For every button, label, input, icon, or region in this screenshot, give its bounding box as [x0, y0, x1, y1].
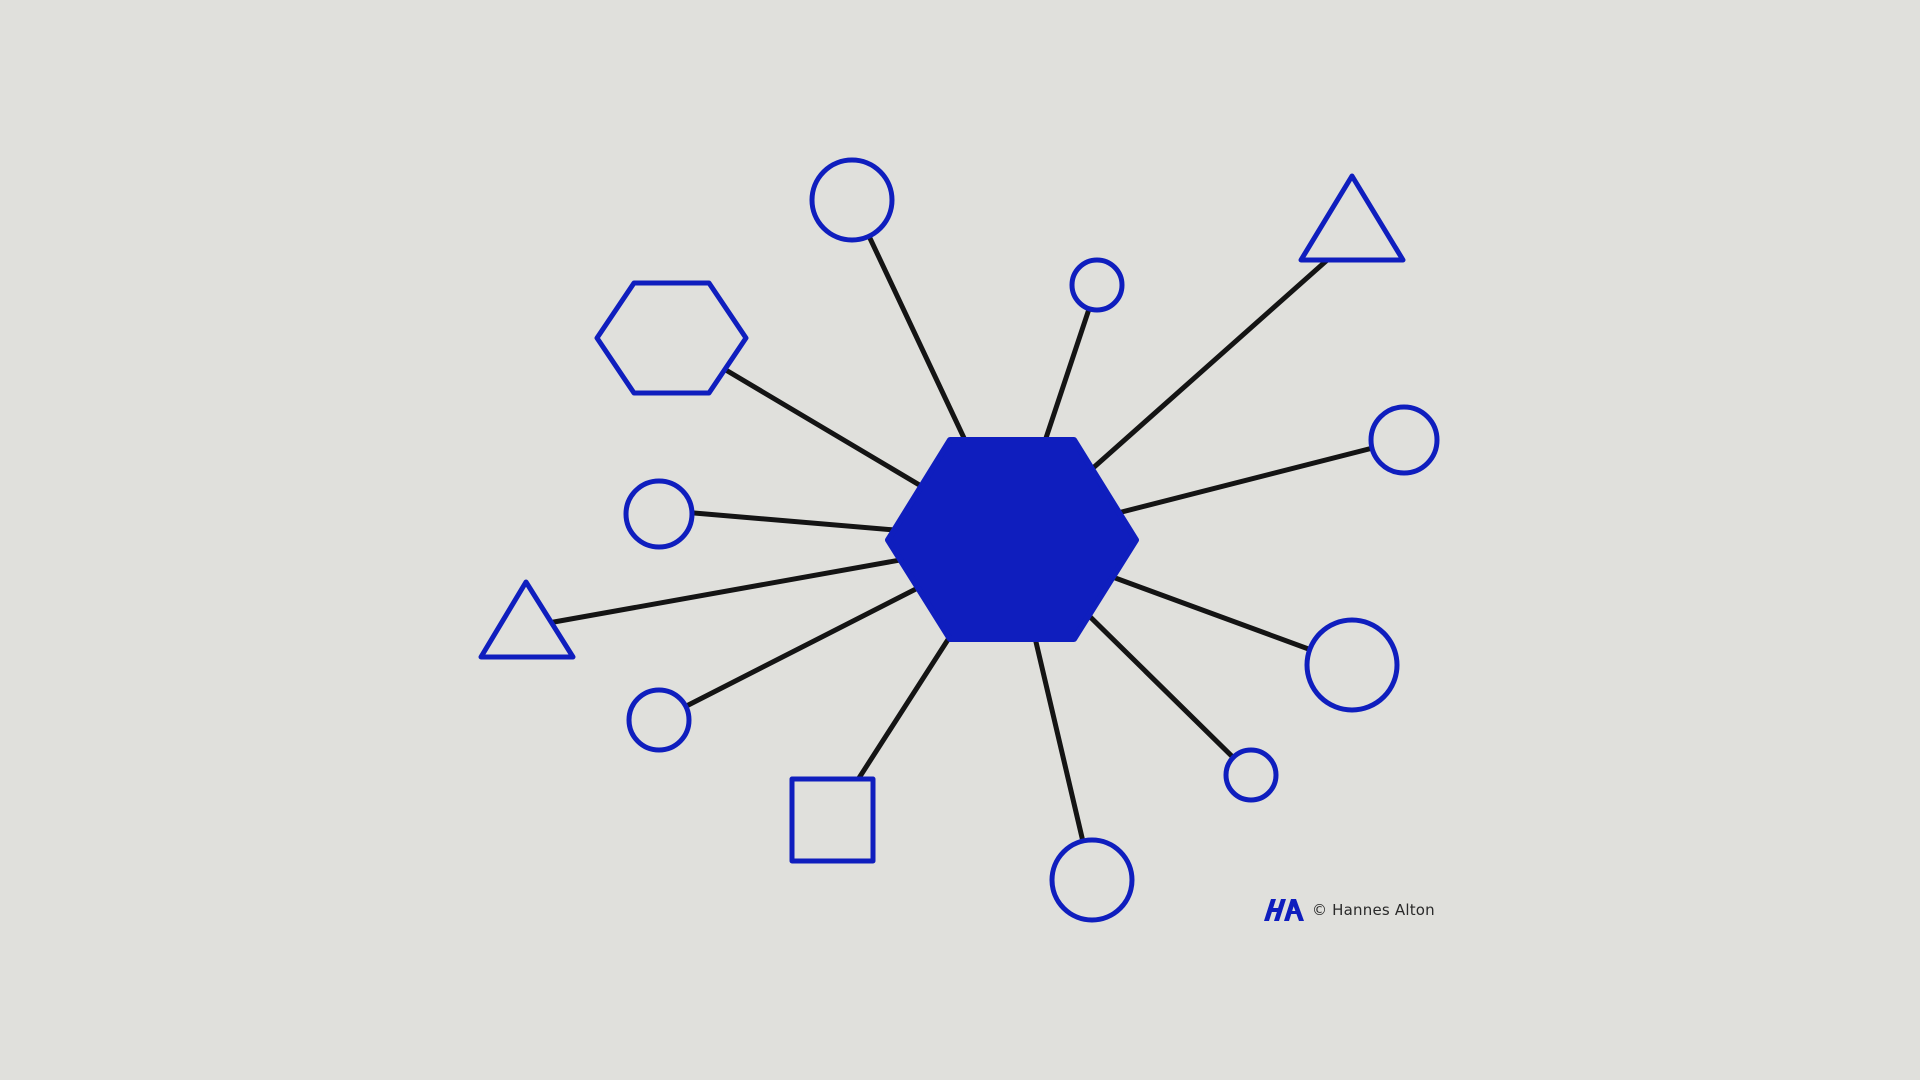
triangle-top-right — [1298, 173, 1406, 263]
outer-nodes — [478, 157, 1440, 923]
credit: © Hannes Alton — [1264, 897, 1435, 923]
circle-top — [809, 157, 895, 243]
circle-large-right — [1304, 617, 1400, 713]
circle-left — [623, 478, 695, 550]
ha-monogram-logo-icon — [1264, 899, 1304, 921]
circle-small-top — [1069, 257, 1125, 313]
center-hexagon — [885, 437, 1139, 642]
copyright-text: © Hannes Alton — [1312, 901, 1435, 919]
triangle-left — [478, 579, 576, 660]
circle-small-bottom-right — [1223, 747, 1279, 803]
circle-bottom — [1049, 837, 1135, 923]
circle-right — [1368, 404, 1440, 476]
circle-lower-left — [626, 687, 692, 753]
square-bottom-left — [789, 776, 876, 864]
hexagon-top-left — [594, 280, 749, 396]
